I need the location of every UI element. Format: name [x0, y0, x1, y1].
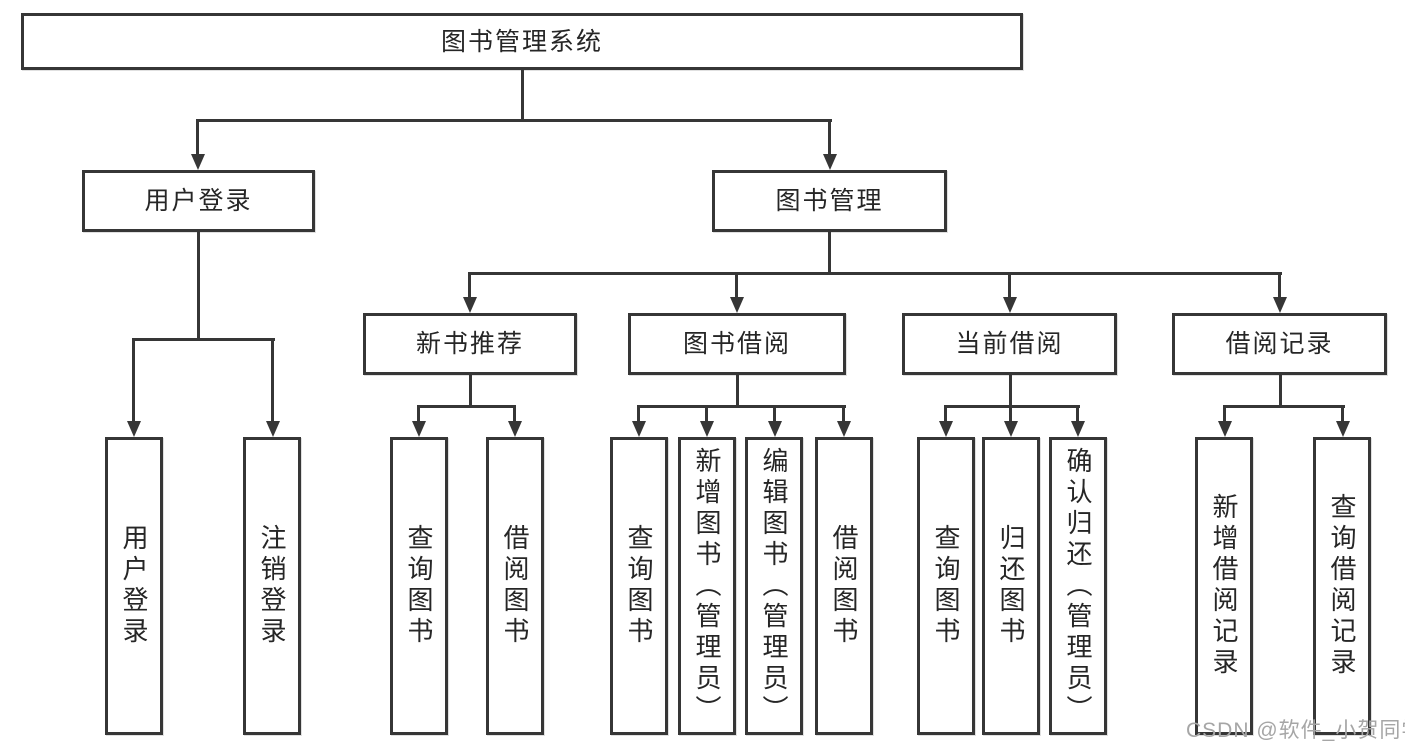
arrow-to-user-login — [191, 119, 205, 170]
leaf-newrec-borrow-book: 借阅图书 — [486, 437, 544, 735]
node-book-borrow: 图书借阅 — [628, 313, 846, 375]
node-new-book-rec: 新书推荐 — [363, 313, 577, 375]
leaf-current-query-book: 查询图书 — [917, 437, 975, 735]
connector-root-stem — [521, 70, 524, 122]
node-root: 图书管理系统 — [21, 13, 1023, 70]
arrow-to-book-borrow — [730, 272, 744, 313]
leaf-borrow-query-book: 查询图书 — [610, 437, 668, 735]
arrow-to-borrow-add-book — [700, 405, 714, 437]
connector-record-hline — [1224, 405, 1345, 408]
node-user-login: 用户登录 — [82, 170, 315, 232]
connector-root-hline — [196, 119, 832, 122]
connector-newrec-hline — [418, 405, 516, 408]
leaf-borrow-borrow-book: 借阅图书 — [815, 437, 873, 735]
connector-current-stem — [1009, 375, 1012, 408]
connector-borrow-hline — [638, 405, 846, 408]
arrow-to-leaf-user-login — [127, 338, 141, 437]
connector-mgmt-hline — [469, 272, 1282, 275]
leaf-borrow-edit-book: 编辑图书（管理员） — [745, 437, 803, 735]
arrow-to-current-query-book — [939, 405, 953, 437]
node-current-borrow: 当前借阅 — [902, 313, 1117, 375]
arrow-to-current-borrow — [1003, 272, 1017, 313]
arrow-to-leaf-logout — [266, 338, 280, 437]
arrow-to-borrow-edit-book — [768, 405, 782, 437]
connector-borrow-stem — [736, 375, 739, 408]
leaf-borrow-add-book: 新增图书（管理员） — [678, 437, 736, 735]
arrow-to-current-return-book — [1004, 405, 1018, 437]
leaf-logout: 注销登录 — [243, 437, 301, 735]
arrow-to-borrow-borrow-book — [837, 405, 851, 437]
watermark: CSDN @软件_小贺同学 — [1186, 719, 1405, 742]
leaf-current-confirm-return: 确认归还（管理员） — [1049, 437, 1107, 735]
connector-mgmt-stem — [828, 232, 831, 275]
arrow-to-new-book-rec — [463, 272, 477, 313]
arrow-to-current-confirm-return — [1071, 405, 1085, 437]
leaf-user-login: 用户登录 — [105, 437, 163, 735]
arrow-to-borrow-query-book — [632, 405, 646, 437]
node-borrow-record: 借阅记录 — [1172, 313, 1387, 375]
connector-record-stem — [1279, 375, 1282, 408]
arrow-to-newrec-borrow-book — [508, 405, 522, 437]
arrow-to-borrow-record — [1273, 272, 1287, 313]
leaf-current-return-book: 归还图书 — [982, 437, 1040, 735]
leaf-record-add-record: 新增借阅记录 — [1195, 437, 1253, 735]
connector-login-hline — [133, 338, 275, 341]
arrow-to-record-query-record — [1336, 405, 1350, 437]
leaf-record-query-record: 查询借阅记录 — [1313, 437, 1371, 735]
connector-login-stem — [197, 232, 200, 341]
node-book-mgmt: 图书管理 — [712, 170, 947, 232]
arrow-to-record-add-record — [1218, 405, 1232, 437]
connector-current-hline — [945, 405, 1080, 408]
arrow-to-newrec-query-book — [412, 405, 426, 437]
leaf-newrec-query-book: 查询图书 — [390, 437, 448, 735]
connector-newrec-stem — [469, 375, 472, 408]
arrow-to-book-mgmt — [823, 119, 837, 170]
